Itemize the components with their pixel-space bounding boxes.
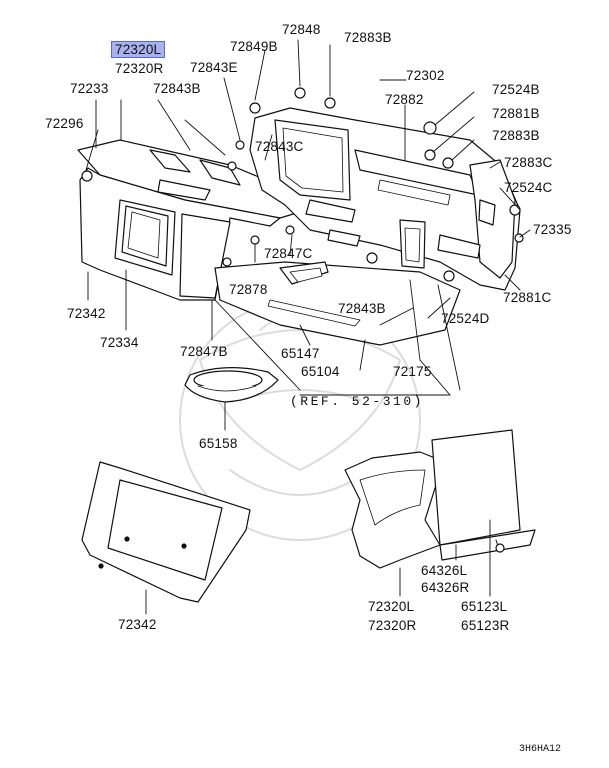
shelf-brackets (149, 149, 241, 201)
callout-72881B[interactable]: 72881B (492, 106, 540, 121)
callout-72175[interactable]: 72175 (393, 364, 432, 379)
callout-72883C[interactable]: 72883C (504, 155, 553, 170)
callout-72342-top[interactable]: 72342 (67, 306, 106, 321)
callout-72883B-mid[interactable]: 72883B (492, 128, 540, 143)
callout-65158[interactable]: 65158 (199, 436, 238, 451)
reference-note: (REF. 52-310) (290, 394, 424, 409)
callout-72843C[interactable]: 72843C (255, 139, 304, 154)
callout-72847C[interactable]: 72847C (264, 246, 313, 261)
callout-72847B[interactable]: 72847B (180, 344, 228, 359)
callout-72883B-top[interactable]: 72883B (344, 30, 392, 45)
callout-65123L[interactable]: 65123L (461, 599, 508, 614)
callout-72296[interactable]: 72296 (45, 116, 84, 131)
drawing-code: 3H6HA12 (519, 744, 562, 755)
callout-72524D[interactable]: 72524D (441, 311, 490, 326)
callout-65147[interactable]: 65147 (281, 346, 320, 361)
callout-72878[interactable]: 72878 (229, 282, 268, 297)
callout-72524C[interactable]: 72524C (504, 180, 553, 195)
lower-board (81, 461, 251, 603)
callout-72843B-b[interactable]: 72843B (338, 301, 386, 316)
callout-72335[interactable]: 72335 (533, 222, 572, 237)
callout-72848[interactable]: 72848 (282, 22, 321, 37)
callout-72843B-a[interactable]: 72843B (153, 81, 201, 96)
rear-shelf-panel (77, 139, 301, 301)
fasteners (81, 87, 524, 553)
side-trim-assembly (344, 429, 536, 569)
callout-65123R[interactable]: 65123R (461, 618, 510, 633)
callout-72233[interactable]: 72233 (70, 81, 109, 96)
callout-72881C[interactable]: 72881C (503, 290, 552, 305)
callout-72849B[interactable]: 72849B (230, 39, 278, 54)
callout-64326L[interactable]: 64326L (421, 563, 468, 578)
callout-65104[interactable]: 65104 (301, 364, 340, 379)
back-trim-panel (249, 107, 521, 291)
callout-72334[interactable]: 72334 (100, 335, 139, 350)
callout-72302[interactable]: 72302 (406, 68, 445, 83)
trunk-floor-mat (214, 261, 461, 346)
callout-72882[interactable]: 72882 (385, 92, 424, 107)
callout-64326R[interactable]: 64326R (421, 580, 470, 595)
callout-72843E[interactable]: 72843E (190, 60, 238, 75)
callout-72320L-bottom[interactable]: 72320L (368, 599, 415, 614)
storage-bowl (184, 367, 279, 403)
callout-72320R[interactable]: 72320R (115, 61, 164, 76)
callout-72524B[interactable]: 72524B (492, 82, 540, 97)
callout-72320R-bottom[interactable]: 72320R (368, 618, 417, 633)
callout-72342-bottom[interactable]: 72342 (118, 617, 157, 632)
callout-72320L-highlight[interactable]: 72320L (111, 41, 166, 58)
leader-lines (85, 39, 531, 615)
